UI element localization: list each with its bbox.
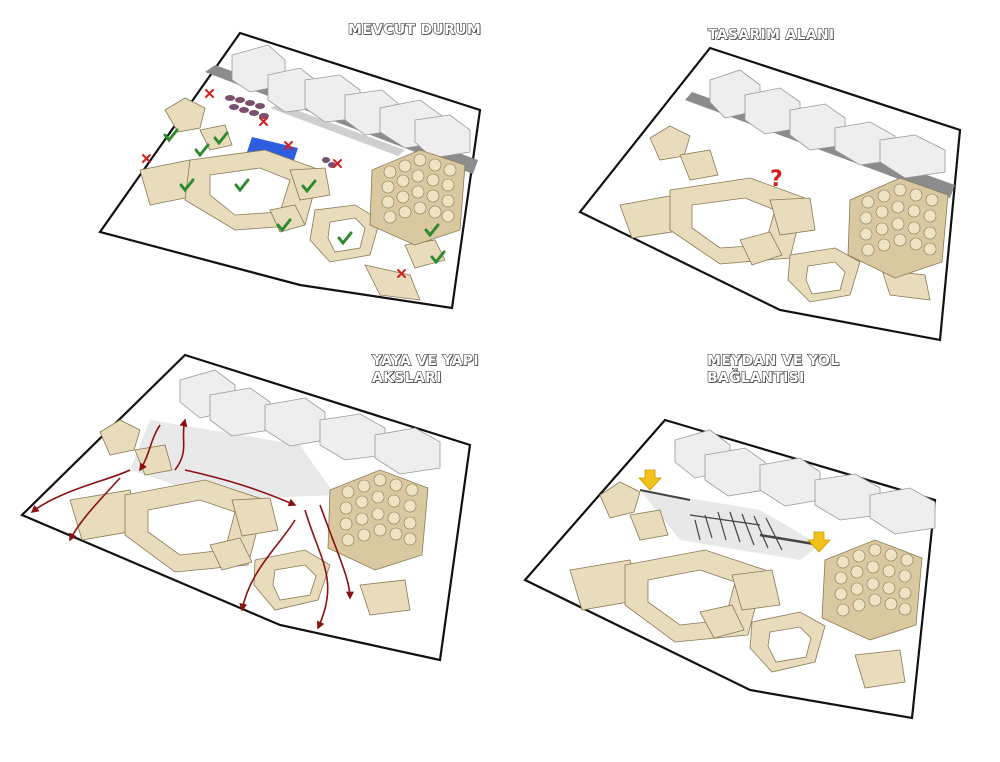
pedestrian-plaza [130, 420, 335, 500]
parked-cars [225, 95, 336, 168]
connection-arrows [638, 469, 831, 553]
square-plaza [640, 490, 820, 560]
question-mark: ? [770, 167, 783, 192]
context-buildings [674, 429, 936, 535]
panel-existing-situation [98, 31, 482, 310]
road-connection-lines [639, 489, 821, 551]
check-icon [276, 218, 292, 233]
title-line-1: MEYDAN VE YOL [706, 352, 840, 369]
check-icon [430, 250, 446, 265]
cross-icon [205, 89, 214, 98]
historic-buildings [569, 481, 906, 689]
down-arrow-icon [638, 469, 662, 491]
context-buildings [231, 44, 471, 159]
check-icon [213, 131, 229, 146]
panel-pedestrian-axes [20, 353, 472, 662]
check-icon [234, 178, 250, 193]
title-line-2: BAĞLANTISI [706, 369, 805, 386]
check-icon [301, 179, 317, 194]
historic-buildings [139, 97, 446, 301]
panel-design-area: ? [578, 46, 962, 342]
domed-mosque [821, 539, 923, 641]
cross-icon [142, 154, 151, 163]
panel-title-square-connection: MEYDAN VE YOL BAĞLANTISI [706, 352, 840, 387]
domed-mosque [327, 469, 429, 571]
title-line-1: YAYA VE YAPI [371, 352, 479, 369]
cross-icon [284, 141, 293, 150]
check-icon [337, 231, 353, 246]
cross-icon [259, 117, 268, 126]
title-line: MEVCUT DURUM [347, 21, 482, 38]
panel-title-design-area: TASARIM ALANI [707, 26, 835, 44]
pedestrian-axis-arrows [30, 418, 354, 630]
check-icon [424, 223, 440, 238]
cross-icon [333, 159, 342, 168]
cross-icon [397, 269, 406, 278]
check-icon-group [163, 128, 446, 265]
panel-title-pedestrian-axes: YAYA VE YAPI AKSLARI [371, 352, 479, 387]
down-arrow-icon [807, 531, 831, 553]
check-icon [179, 178, 195, 193]
domed-mosque [369, 149, 466, 246]
panel-title-existing: MEVCUT DURUM [347, 21, 482, 39]
context-buildings [179, 369, 441, 475]
domed-mosque [847, 177, 949, 279]
title-line-2: AKSLARI [371, 369, 442, 386]
footpath [270, 104, 405, 156]
context-buildings [709, 69, 946, 179]
check-icon [194, 143, 210, 158]
check-icon [163, 128, 179, 143]
panel-square-road-connection [523, 418, 937, 720]
title-line: TASARIM ALANI [707, 26, 835, 43]
historic-buildings [619, 125, 931, 303]
cross-icon-group [142, 89, 406, 278]
historic-buildings [69, 419, 411, 616]
